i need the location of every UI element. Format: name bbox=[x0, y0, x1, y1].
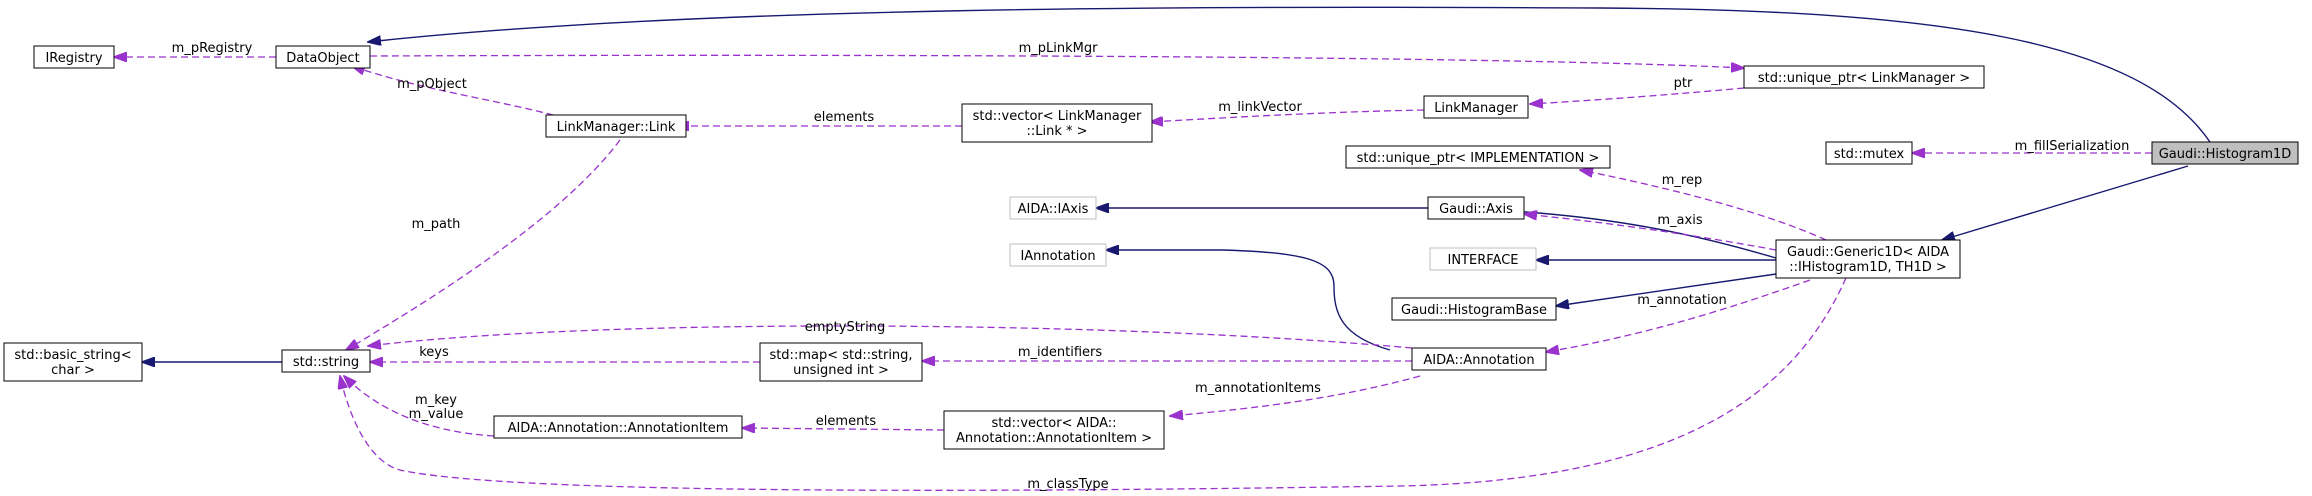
label-m-rep: m_rep bbox=[1662, 173, 1702, 188]
node-unique-ptr-impl[interactable]: std::unique_ptr< IMPLEMENTATION > bbox=[1345, 145, 1611, 169]
edge-unique-ptr-to-dataobject bbox=[369, 54, 1744, 68]
node-histogrambase-label: Gaudi::HistogramBase bbox=[1401, 303, 1547, 318]
edge-aida-annotation-to-iannotation bbox=[1106, 250, 1391, 351]
node-vector-link[interactable]: std::vector< LinkManager ::Link * > bbox=[961, 103, 1153, 143]
node-interface-label: INTERFACE bbox=[1448, 253, 1519, 268]
node-std-string[interactable]: std::string bbox=[281, 349, 371, 373]
node-basic-string-label-1: std::basic_string< bbox=[14, 348, 131, 363]
label-m-value: m_value bbox=[409, 407, 464, 422]
node-aida-iaxis[interactable]: AIDA::IAxis bbox=[1009, 196, 1097, 220]
node-linkmanager-link-label: LinkManager::Link bbox=[557, 120, 676, 135]
node-linkmanager-label: LinkManager bbox=[1434, 101, 1518, 116]
label-elements-item: elements bbox=[816, 414, 877, 429]
edge-linkmanager-to-vector-link bbox=[1150, 109, 1425, 122]
edge-histogram1d-to-generic1d bbox=[1942, 165, 2189, 240]
node-generic1d-label-2: ::IHistogram1D, TH1D > bbox=[1789, 260, 1947, 275]
label-m-pobject: m_pObject bbox=[397, 77, 467, 92]
node-aida-annotation-label: AIDA::Annotation bbox=[1423, 353, 1534, 368]
edge-generic1d-to-std-string-classtype bbox=[340, 277, 1847, 491]
node-dataobject[interactable]: DataObject bbox=[275, 45, 371, 69]
node-histogram1d-label: Gaudi::Histogram1D bbox=[2159, 147, 2292, 162]
node-linkmanager[interactable]: LinkManager bbox=[1423, 95, 1529, 119]
label-m-identifiers: m_identifiers bbox=[1018, 345, 1103, 360]
label-m-fillserialization: m_fillSerialization bbox=[2015, 139, 2130, 154]
label-m-plinkmgr: m_pLinkMgr bbox=[1019, 41, 1099, 56]
node-basic-string-label-2: char > bbox=[51, 363, 95, 378]
label-m-linkvector: m_linkVector bbox=[1218, 100, 1302, 115]
label-m-axis: m_axis bbox=[1657, 213, 1702, 228]
label-m-annotation: m_annotation bbox=[1637, 293, 1727, 308]
node-aida-iaxis-label: AIDA::IAxis bbox=[1018, 202, 1089, 217]
node-iregistry[interactable]: IRegistry bbox=[33, 45, 115, 69]
node-linkmanager-link[interactable]: LinkManager::Link bbox=[545, 114, 687, 138]
node-iannotation-label: IAnnotation bbox=[1020, 249, 1095, 264]
label-m-path: m_path bbox=[412, 217, 461, 232]
node-gaudi-axis[interactable]: Gaudi::Axis bbox=[1427, 196, 1525, 220]
edge-link-to-dataobject bbox=[352, 66, 565, 119]
edge-aida-annotation-to-vector-annotationitem bbox=[1170, 375, 1421, 416]
node-generic1d[interactable]: Gaudi::Generic1D< AIDA ::IHistogram1D, T… bbox=[1775, 239, 1961, 279]
node-annotationitem-label: AIDA::Annotation::AnnotationItem bbox=[508, 421, 729, 436]
edge-generic1d-to-unique-ptr-impl bbox=[1580, 170, 1827, 241]
node-std-map[interactable]: std::map< std::string, unsigned int > bbox=[759, 342, 923, 382]
node-interface[interactable]: INTERFACE bbox=[1429, 247, 1537, 271]
node-mutex[interactable]: std::mutex bbox=[1825, 141, 1913, 165]
node-vector-link-label-1: std::vector< LinkManager bbox=[973, 109, 1142, 124]
node-unique-ptr-impl-label: std::unique_ptr< IMPLEMENTATION > bbox=[1357, 151, 1600, 166]
node-basic-string[interactable]: std::basic_string< char > bbox=[3, 342, 143, 382]
node-generic1d-label-1: Gaudi::Generic1D< AIDA bbox=[1787, 245, 1949, 260]
node-vector-annotationitem[interactable]: std::vector< AIDA:: Annotation::Annotati… bbox=[943, 410, 1165, 450]
edge-generic1d-to-histogrambase bbox=[1556, 273, 1777, 306]
node-aida-annotation[interactable]: AIDA::Annotation bbox=[1411, 347, 1547, 371]
label-m-pregistry: m_pRegistry bbox=[172, 41, 253, 56]
node-dataobject-label: DataObject bbox=[286, 51, 359, 66]
label-elements-link: elements bbox=[814, 110, 875, 125]
edge-histogram1d-to-dataobject bbox=[368, 6, 2211, 143]
edge-vector-annotationitem-to-annotationitem bbox=[742, 428, 945, 430]
node-gaudi-axis-label: Gaudi::Axis bbox=[1439, 202, 1513, 217]
node-unique-ptr-linkmanager[interactable]: std::unique_ptr< LinkManager > bbox=[1743, 65, 1985, 89]
node-iannotation[interactable]: IAnnotation bbox=[1009, 243, 1107, 267]
node-mutex-label: std::mutex bbox=[1834, 147, 1905, 162]
edge-aida-annotation-to-std-string-emptystring bbox=[368, 325, 1413, 348]
label-ptr: ptr bbox=[1674, 76, 1693, 91]
node-vector-annotationitem-label-1: std::vector< AIDA:: bbox=[991, 416, 1116, 431]
label-m-annotationitems: m_annotationItems bbox=[1195, 381, 1321, 396]
node-std-map-label-1: std::map< std::string, bbox=[769, 348, 912, 363]
node-vector-link-label-2: ::Link * > bbox=[1026, 124, 1087, 139]
node-histogram1d[interactable]: Gaudi::Histogram1D bbox=[2151, 141, 2299, 165]
label-m-key: m_key bbox=[415, 393, 457, 408]
node-annotationitem[interactable]: AIDA::Annotation::AnnotationItem bbox=[493, 415, 743, 439]
edge-link-to-std-string bbox=[346, 139, 621, 350]
node-unique-ptr-linkmanager-label: std::unique_ptr< LinkManager > bbox=[1758, 71, 1970, 86]
node-iregistry-label: IRegistry bbox=[45, 51, 102, 66]
edge-generic1d-to-aida-annotation bbox=[1546, 279, 1811, 352]
node-std-map-label-2: unsigned int > bbox=[793, 363, 889, 378]
label-emptystring: emptyString bbox=[805, 320, 886, 335]
label-keys: keys bbox=[419, 345, 449, 360]
edge-generic1d-to-axis bbox=[1524, 214, 1777, 251]
edge-unique-ptr-linkmanager-to-linkmanager bbox=[1530, 87, 1745, 104]
node-vector-annotationitem-label-2: Annotation::AnnotationItem > bbox=[956, 431, 1152, 446]
label-m-classtype: m_classType bbox=[1027, 477, 1108, 492]
edge-annotationitem-to-std-string bbox=[344, 376, 495, 437]
node-std-string-label: std::string bbox=[293, 355, 359, 370]
node-histogrambase[interactable]: Gaudi::HistogramBase bbox=[1391, 297, 1557, 321]
